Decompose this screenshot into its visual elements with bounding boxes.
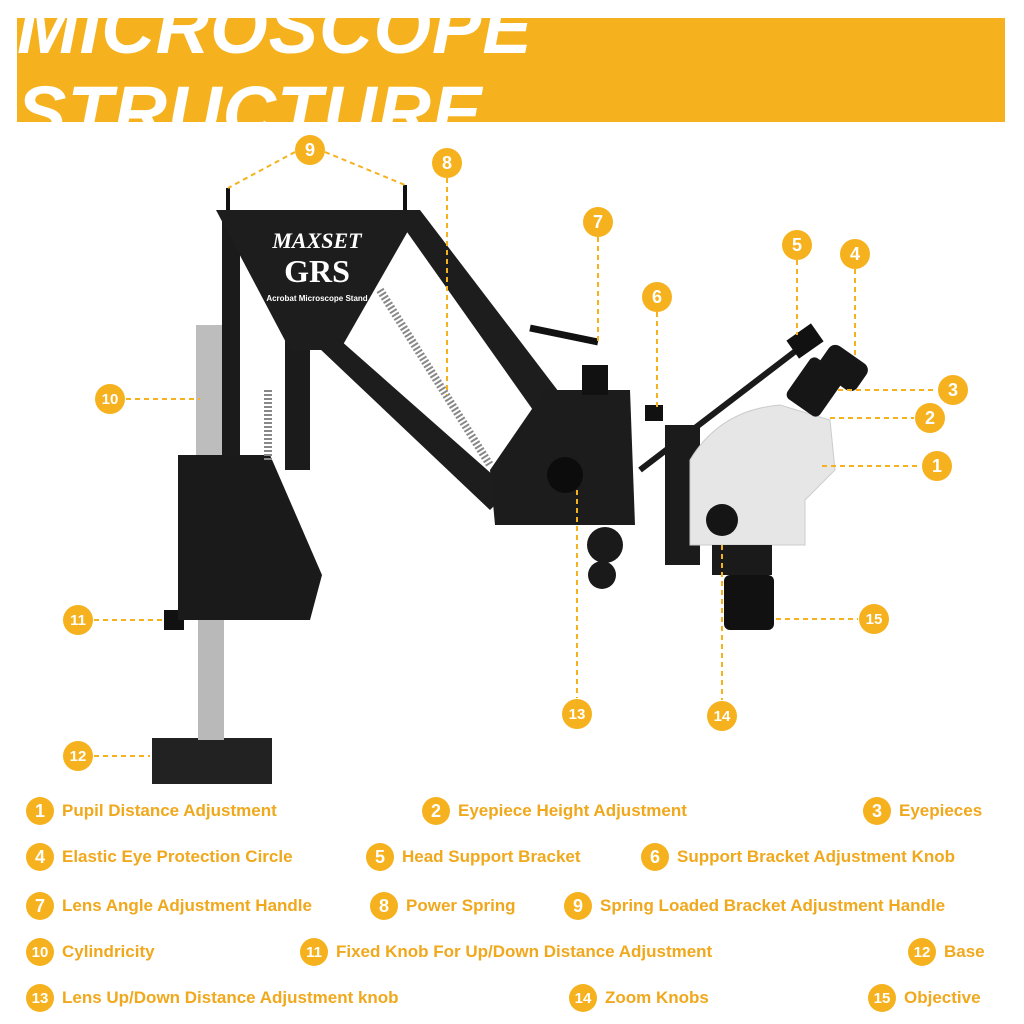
legend-label: Spring Loaded Bracket Adjustment Handle (600, 896, 946, 915)
legend-item-5: 5 Head Support Bracket (366, 843, 581, 871)
legend-number: 2 (422, 797, 450, 825)
objective (724, 575, 774, 630)
legend-item-6: 6 Support Bracket Adjustment Knob (641, 843, 955, 871)
legend-label: Base (944, 942, 985, 961)
legend-label: Objective (904, 988, 981, 1007)
base (152, 738, 272, 784)
logo-brand: MAXSET (272, 228, 362, 253)
callout-9: 9 (295, 135, 325, 165)
callout-8: 8 (432, 148, 462, 178)
callout-5: 5 (782, 230, 812, 260)
legend-item-9: 9 Spring Loaded Bracket Adjustment Handle (564, 892, 945, 920)
legend-label: Eyepiece Height Adjustment (458, 801, 687, 820)
logo-mark: GRS (284, 253, 350, 289)
legend-item-11: 11 Fixed Knob For Up/Down Distance Adjust… (300, 938, 712, 966)
logo-subtitle: Acrobat Microscope Stand (266, 294, 368, 303)
pole-lower (198, 600, 224, 740)
legend-number: 9 (564, 892, 592, 920)
legend-label: Power Spring (406, 896, 516, 915)
brand-logo: MAXSET GRS Acrobat Microscope Stand (262, 228, 372, 303)
legend-number: 7 (26, 892, 54, 920)
legend-item-7: 7 Lens Angle Adjustment Handle (26, 892, 312, 920)
legend-number: 3 (863, 797, 891, 825)
legend-label: Pupil Distance Adjustment (62, 801, 277, 820)
legend-label: Support Bracket Adjustment Knob (677, 847, 955, 866)
power-spring (376, 287, 494, 468)
title-banner: MICROSCOPE STRUCTURE (17, 0, 1005, 154)
callout-3: 3 (938, 375, 968, 405)
callout-15: 15 (859, 604, 889, 634)
legend-label: Cylindricity (62, 942, 155, 961)
top-plate (216, 210, 420, 350)
legend-number: 1 (26, 797, 54, 825)
legend-number: 15 (868, 984, 896, 1012)
callout-6: 6 (642, 282, 672, 312)
legend-item-13: 13 Lens Up/Down Distance Adjustment knob (26, 984, 399, 1012)
legend-number: 10 (26, 938, 54, 966)
callout-7: 7 (583, 207, 613, 237)
legend-label: Fixed Knob For Up/Down Distance Adjustme… (336, 942, 713, 961)
legend-number: 12 (908, 938, 936, 966)
legend-number: 8 (370, 892, 398, 920)
callout-11: 11 (63, 605, 93, 635)
legend-item-3: 3 Eyepieces (863, 797, 982, 825)
column-block (178, 455, 322, 620)
legend-label: Eyepieces (899, 801, 983, 820)
legend-item-14: 14 Zoom Knobs (569, 984, 709, 1012)
legend-item-8: 8 Power Spring (370, 892, 516, 920)
legend-number: 14 (569, 984, 597, 1012)
legend-number: 11 (300, 938, 328, 966)
callout-4: 4 (840, 239, 870, 269)
cylinder-pole (196, 325, 222, 465)
legend-item-2: 2 Eyepiece Height Adjustment (422, 797, 687, 825)
callout-2: 2 (915, 403, 945, 433)
legend-number: 6 (641, 843, 669, 871)
legend-label: Elastic Eye Protection Circle (62, 847, 293, 866)
page-title: MICROSCOPE STRUCTURE (17, 0, 533, 154)
legend-number: 13 (26, 984, 54, 1012)
legend-item-15: 15 Objective (868, 984, 981, 1012)
legend-number: 5 (366, 843, 394, 871)
callout-12: 12 (63, 741, 93, 771)
legend-item-1: 1 Pupil Distance Adjustment (26, 797, 277, 825)
legend-number: 4 (26, 843, 54, 871)
callout-10: 10 (95, 384, 125, 414)
callout-14: 14 (707, 701, 737, 731)
legend-label: Lens Angle Adjustment Handle (62, 896, 312, 915)
callout-1: 1 (922, 451, 952, 481)
legend-label: Head Support Bracket (402, 847, 581, 866)
legend-item-10: 10 Cylindricity (26, 938, 155, 966)
callout-13: 13 (562, 699, 592, 729)
legend-item-12: 12 Base (908, 938, 985, 966)
legend-label: Zoom Knobs (605, 988, 709, 1007)
legend-label: Lens Up/Down Distance Adjustment knob (62, 988, 399, 1007)
legend-item-4: 4 Elastic Eye Protection Circle (26, 843, 293, 871)
